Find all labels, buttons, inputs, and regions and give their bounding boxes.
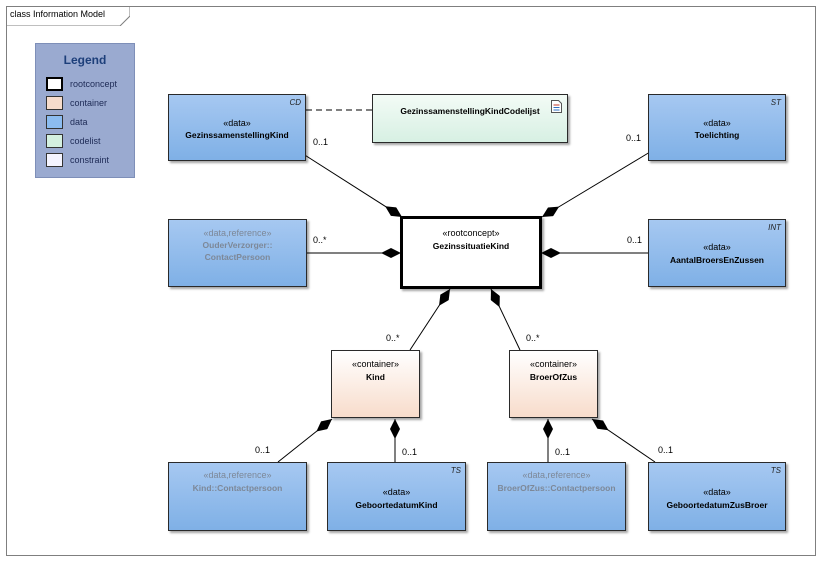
- multiplicity-ouder: 0..*: [313, 235, 327, 245]
- class-kind[interactable]: «container» Kind: [331, 350, 420, 418]
- type-tag: TS: [770, 466, 781, 475]
- class-name: GezinssamenstellingKind: [185, 130, 289, 140]
- class-geboortedatumkind[interactable]: TS «data» GeboortedatumKind: [327, 462, 466, 531]
- legend-swatch: [46, 77, 63, 91]
- class-broerofzus-contactpersoon[interactable]: «data,reference» BroerOfZus::Contactpers…: [487, 462, 626, 531]
- link-toelichting-root: [541, 151, 651, 218]
- class-gezinssamenstellingkind[interactable]: CD «data» GezinssamenstellingKind: [168, 94, 306, 161]
- type-tag: ST: [770, 98, 781, 107]
- frame-tab: [6, 6, 130, 26]
- multiplicity-toelichting: 0..1: [626, 133, 642, 143]
- multiplicity-geboortedatum-kind: 0..1: [402, 447, 418, 457]
- stereotype: «data,reference»: [203, 470, 272, 480]
- multiplicity-aantal: 0..1: [627, 235, 643, 245]
- class-name-line1: OuderVerzorger::: [202, 240, 273, 250]
- class-geboortedatumzusbroer[interactable]: TS «data» GeboortedatumZusBroer: [648, 462, 786, 531]
- class-name: Toelichting: [694, 130, 740, 140]
- class-ouderverzorger-contactpersoon[interactable]: «data,reference» OuderVerzorger:: Contac…: [168, 219, 307, 287]
- type-tag: CD: [289, 98, 301, 107]
- stereotype: «data»: [703, 118, 731, 128]
- class-name: GeboortedatumZusBroer: [666, 500, 768, 510]
- multiplicity-geboortedatum-broer: 0..1: [658, 445, 674, 455]
- type-tag: TS: [450, 466, 461, 475]
- link-kind-root: [409, 288, 451, 351]
- class-name: BroerOfZus::Contactpersoon: [497, 483, 616, 493]
- class-broerofzus[interactable]: «container» BroerOfZus: [509, 350, 598, 418]
- class-name: GezinssituatieKind: [432, 241, 510, 251]
- multiplicity-kind: 0..*: [386, 333, 400, 343]
- legend-label: data: [70, 117, 88, 127]
- legend-swatch: [46, 134, 63, 148]
- class-aantalbroersenzussen[interactable]: INT «data» AantalBroersEnZussen: [648, 219, 786, 287]
- link-broerofzus-root: [490, 288, 521, 351]
- legend: Legend rootconcept container data codeli…: [35, 43, 135, 178]
- stereotype: «data»: [382, 487, 411, 497]
- stereotype: «data»: [703, 242, 731, 252]
- stereotype: «data»: [223, 118, 251, 128]
- link-geboortebroer-broer: [591, 418, 656, 463]
- class-name: GeboortedatumKind: [355, 500, 438, 510]
- class-name-line2: ContactPersoon: [204, 252, 271, 262]
- multiplicity-broerofzus: 0..*: [526, 333, 540, 343]
- link-kindcontact-kind: [277, 418, 333, 463]
- stereotype: «data,reference»: [522, 470, 591, 480]
- legend-label: constraint: [70, 155, 110, 165]
- stereotype: «data,reference»: [203, 228, 272, 238]
- class-name: GezinssamenstellingKindCodelijst: [400, 106, 540, 116]
- class-name: AantalBroersEnZussen: [670, 255, 764, 265]
- class-kind-contactpersoon[interactable]: «data,reference» Kind::Contactpersoon: [168, 462, 307, 531]
- stereotype: «rootconcept»: [442, 228, 500, 238]
- legend-swatch: [46, 96, 63, 110]
- class-gezinssituatiekind[interactable]: «rootconcept» GezinssituatieKind: [400, 216, 542, 289]
- class-name: Kind::Contactpersoon: [192, 483, 283, 493]
- diagram-frame: [6, 6, 816, 556]
- class-gezinssamenstellingkindcodelijst[interactable]: GezinssamenstellingKindCodelijst: [372, 94, 568, 143]
- class-toelichting[interactable]: ST «data» Toelichting: [648, 94, 786, 161]
- multiplicity-kind-contact: 0..1: [255, 445, 271, 455]
- multiplicity-broer-contact: 0..1: [555, 447, 571, 457]
- stereotype: «container»: [351, 359, 400, 369]
- multiplicity-gezinssamenstelling: 0..1: [313, 137, 329, 147]
- legend-swatch: [46, 115, 63, 129]
- stereotype: «container»: [529, 359, 578, 369]
- legend-title: Legend: [63, 53, 107, 67]
- diagram-title: class Information Model: [10, 9, 106, 19]
- legend-label: codelist: [70, 136, 101, 146]
- stereotype: «data»: [703, 487, 731, 497]
- type-tag: INT: [768, 223, 781, 232]
- link-gezinssamenstelling-root: [299, 151, 403, 218]
- class-name: Kind: [366, 372, 385, 382]
- class-name: BroerOfZus: [529, 372, 578, 382]
- legend-label: rootconcept: [70, 79, 118, 89]
- document-icon: [551, 100, 562, 113]
- legend-swatch: [46, 153, 63, 167]
- legend-label: container: [70, 98, 108, 108]
